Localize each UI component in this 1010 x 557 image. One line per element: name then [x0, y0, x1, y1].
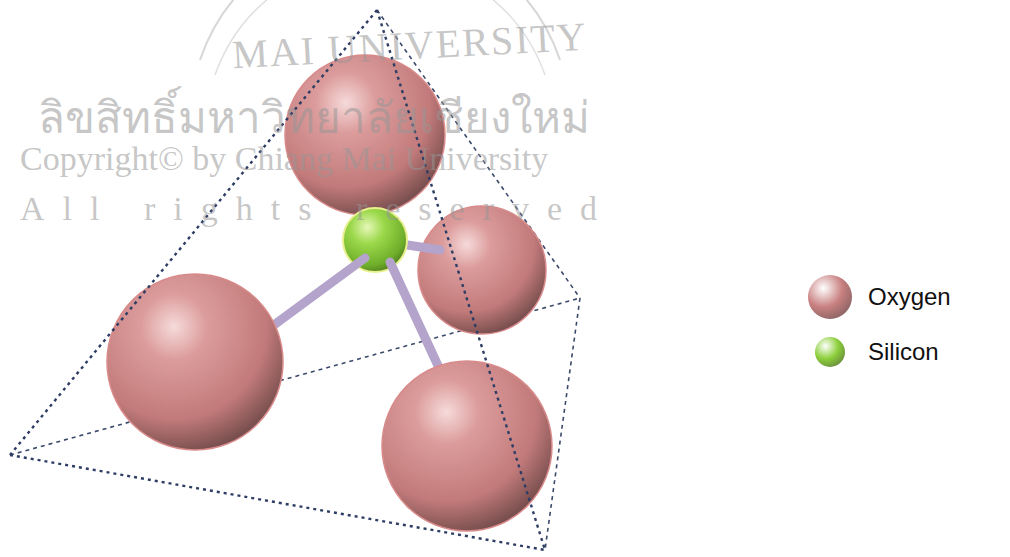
watermark-text: All rights reserved	[20, 190, 615, 228]
watermark-text: MAI UNIVERSITY	[231, 13, 589, 79]
legend-label: Oxygen	[868, 283, 951, 311]
tetrahedron-back-edges	[10, 10, 580, 550]
watermark-text: Copyright© by Chiang Mai University	[20, 140, 548, 178]
legend-swatch	[815, 337, 845, 367]
legend-label: Silicon	[868, 338, 939, 366]
oxygen-atom	[382, 361, 552, 531]
oxygen-atom	[107, 274, 283, 450]
legend-swatch	[808, 275, 852, 319]
tetrahedron-front-edges	[10, 10, 545, 550]
